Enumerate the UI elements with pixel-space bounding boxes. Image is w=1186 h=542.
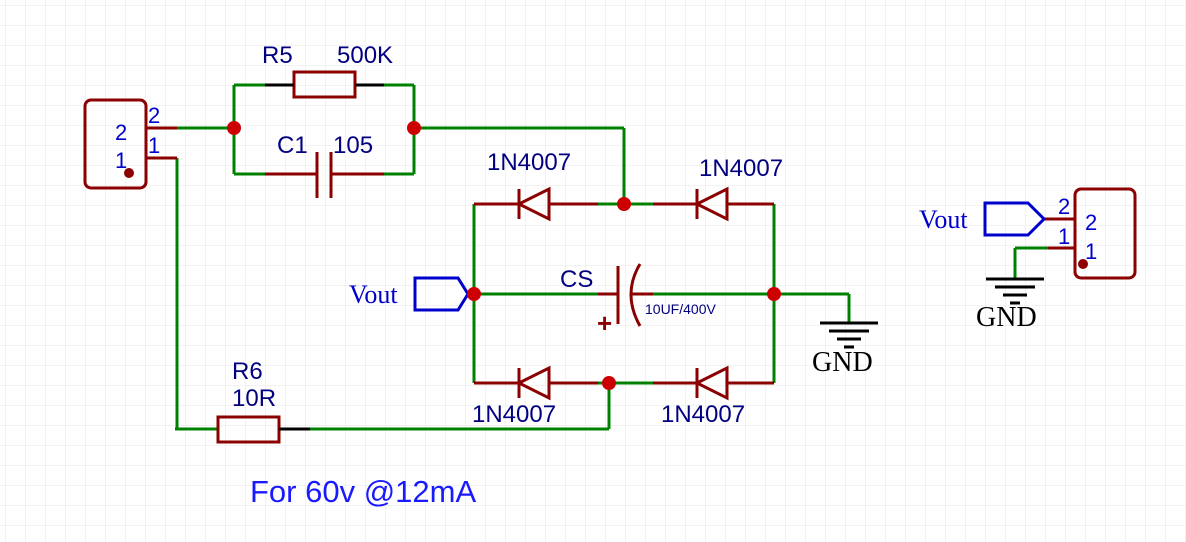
resistor-r5-value: 500K (337, 42, 393, 69)
capacitor-c1-ref: C1 (277, 132, 308, 159)
capacitor-cs: CS + 10UF/400V (560, 263, 716, 338)
ground-main-label: GND (812, 347, 873, 378)
netflag-vout-right-label: Vout (919, 205, 968, 234)
netflag-vout-left: Vout (349, 276, 470, 312)
capacitor-cs-ref: CS (560, 266, 593, 293)
connector-left-pin2-outer: 2 (148, 103, 160, 128)
connector-left-pin1-outer: 1 (148, 133, 160, 158)
diode-bottom-right (653, 365, 774, 401)
ground-right (986, 277, 1044, 305)
connector-left: 2 1 2 1 (83, 98, 177, 190)
connector-right-pin2-inner: 2 (1085, 210, 1097, 235)
connector-left-pin1-inner: 1 (115, 148, 127, 173)
junction-dot (467, 287, 481, 301)
ground-main (820, 321, 878, 349)
junction-dot (602, 376, 616, 390)
netflag-vout-right: Vout (919, 201, 1047, 237)
junction-dot (767, 287, 781, 301)
resistor-r6-value: 10R (232, 385, 276, 412)
diode-bottom-left (474, 365, 598, 401)
connector-right-body (1073, 187, 1137, 280)
connector-right-pin1-outer: 1 (1058, 224, 1070, 249)
diode-top-right-label: 1N4007 (699, 155, 783, 182)
connector-left-pin2-inner: 2 (115, 120, 127, 145)
design-note: For 60v @12mA (250, 474, 476, 509)
connector-left-pin1-marker (124, 168, 134, 178)
capacitor-cs-polarity: + (597, 308, 612, 338)
diode-bottom-left-label: 1N4007 (472, 401, 556, 428)
connector-right-pin2-outer: 2 (1058, 194, 1070, 219)
diode-top-left-label: 1N4007 (487, 149, 571, 176)
connector-right: 2 1 2 1 (1044, 187, 1137, 280)
connector-right-pin1-marker (1078, 259, 1088, 269)
junction-dot (407, 121, 421, 135)
diode-top-right (653, 186, 774, 222)
netflag-vout-left-label: Vout (349, 280, 398, 309)
resistor-r6-ref: R6 (232, 358, 263, 385)
capacitor-c1: C1 105 (265, 132, 384, 198)
capacitor-cs-value: 10UF/400V (645, 301, 716, 317)
ground-right-label: GND (976, 302, 1037, 333)
resistor-r5: R5 500K (262, 42, 393, 99)
junction-dot (227, 121, 241, 135)
junction-dot (617, 197, 631, 211)
diode-top-left (474, 186, 598, 222)
capacitor-c1-value: 105 (333, 132, 373, 159)
junctions (227, 121, 781, 390)
resistor-r6: R6 10R (216, 358, 310, 444)
resistor-r5-ref: R5 (262, 42, 293, 69)
connector-right-pin1-inner: 1 (1085, 239, 1097, 264)
diode-bottom-right-label: 1N4007 (661, 401, 745, 428)
connector-left-body (83, 98, 148, 190)
